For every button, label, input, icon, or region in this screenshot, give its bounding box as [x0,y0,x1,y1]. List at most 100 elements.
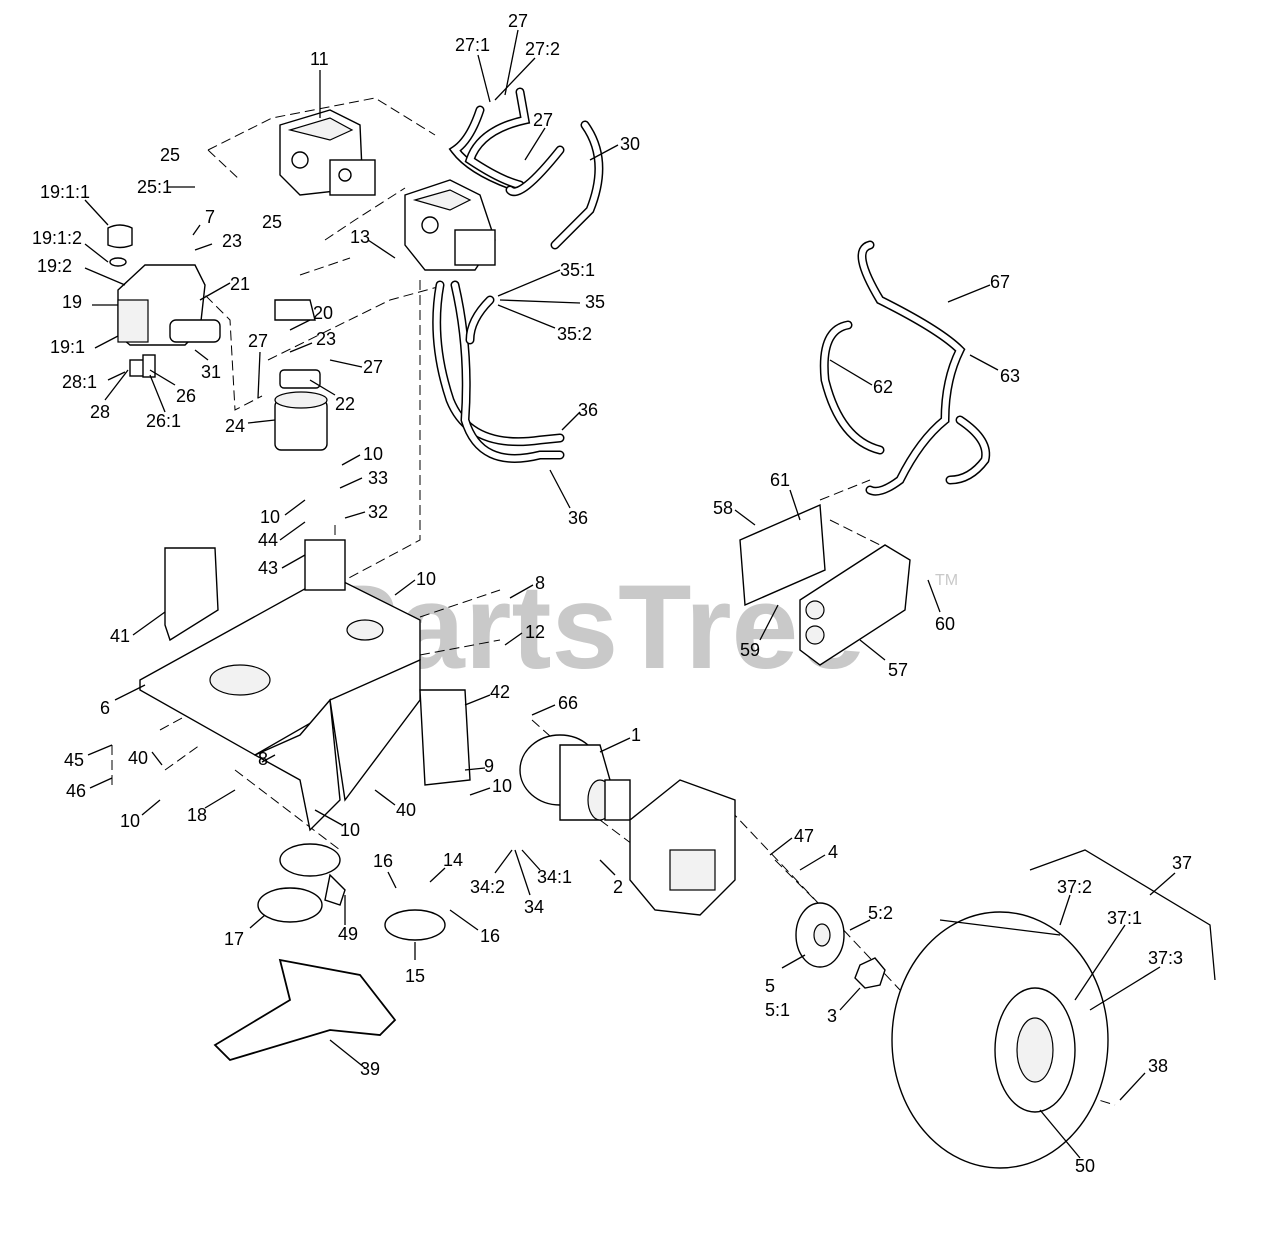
hydraulic-pump-upper [279,109,376,196]
callout-label: 34 [524,897,544,917]
callout-label: 10 [340,820,360,840]
callout-label: 27 [533,110,553,130]
callout-label: 35:2 [557,324,592,344]
callout-labels: 27 27:1 27:2 11 27 30 25 25:1 19:1:1 7 2… [32,11,1192,1176]
callout-label: 49 [338,924,358,944]
callout-label: 16 [480,926,500,946]
callout-label: 19:1 [50,337,85,357]
callout-label: 37:1 [1107,908,1142,928]
callout-label: 67 [990,272,1010,292]
callout-label: 57 [888,660,908,680]
callout-label: 38 [1148,1056,1168,1076]
callout-label: 40 [128,748,148,768]
callout-label: 30 [620,134,640,154]
callout-label: 42 [490,682,510,702]
callout-label: 1 [631,725,641,745]
callout-label: 25 [160,145,180,165]
callout-label: 10 [260,507,280,527]
callout-label: 8 [258,749,268,769]
callout-label: 10 [120,811,140,831]
callout-label: 44 [258,530,278,550]
callout-label: 22 [335,394,355,414]
callout-label: 5:2 [868,903,893,923]
callout-label: 27 [508,11,528,31]
watermark-trademark: TM [935,572,958,589]
callout-label: 8 [535,573,545,593]
callout-label: 34:1 [537,867,572,887]
callout-label: 35:1 [560,260,595,280]
callout-label: 46 [66,781,86,801]
drive-belt [213,958,397,1062]
callout-label: 35 [585,292,605,312]
tire-assembly-bracket [1029,849,1216,981]
callout-label: 3 [827,1006,837,1026]
callout-label: 16 [373,851,393,871]
assembly-dash-lines [111,97,1116,1106]
callout-label: 10 [416,569,436,589]
callout-label: 24 [225,416,245,436]
callout-label: 63 [1000,366,1020,386]
idler-pulleys [257,843,446,941]
callout-label: 12 [525,622,545,642]
cooler [739,503,911,666]
callout-label: 27 [248,331,268,351]
callout-label: 62 [873,377,893,397]
callout-label: 58 [713,498,733,518]
callout-label: 7 [205,207,215,227]
callout-label: 11 [310,49,329,69]
callout-label: 27:2 [525,39,560,59]
callout-label: 20 [313,303,333,323]
callout-label: 15 [405,966,425,986]
callout-label: 61 [770,470,790,490]
callout-label: 27 [363,357,383,377]
callout-label: 4 [828,842,838,862]
callout-label: 13 [350,227,370,247]
oil-filter [274,299,328,451]
callout-label: 37:3 [1148,948,1183,968]
drive-tire [891,911,1109,1169]
callout-label: 19 [62,292,82,312]
callout-label: 60 [935,614,955,634]
callout-label: 33 [368,468,388,488]
callout-label: 50 [1075,1156,1095,1176]
motor-mount [629,779,736,916]
callout-label: 6 [100,698,110,718]
callout-label: 26 [176,386,196,406]
callout-label: 28:1 [62,372,97,392]
wheel-hub [795,902,886,989]
leader-lines [84,29,1176,1159]
callout-label: 10 [492,776,512,796]
callout-label: 23 [316,329,336,349]
callout-label: 66 [558,693,578,713]
callout-label: 19:1:1 [40,182,90,202]
hydraulic-reservoir [107,224,221,378]
callout-label: 14 [443,850,463,870]
callout-label: 18 [187,805,207,825]
callout-label: 2 [613,877,623,897]
frame-assembly [139,539,471,832]
callout-label: 9 [484,756,494,776]
callout-label: 45 [64,750,84,770]
callout-label: 17 [224,929,244,949]
callout-label: 5 [765,976,775,996]
callout-label: 36 [568,508,588,528]
callout-label: 59 [740,640,760,660]
callout-label: 34:2 [470,877,505,897]
callout-label: 25:1 [137,177,172,197]
callout-label: 31 [201,362,221,382]
callout-label: 37:2 [1057,877,1092,897]
hydraulic-hoses [432,87,991,496]
hydraulic-pump-lower [404,179,496,271]
callout-label: 27:1 [455,35,490,55]
callout-label: 47 [794,826,814,846]
callout-label: 43 [258,558,278,578]
callout-label: 41 [110,626,130,646]
callout-label: 19:1:2 [32,228,82,248]
callout-label: 10 [363,444,383,464]
callout-label: 32 [368,502,388,522]
callout-label: 23 [222,231,242,251]
callout-label: 19:2 [37,256,72,276]
callout-label: 25 [262,212,282,232]
callout-label: 28 [90,402,110,422]
